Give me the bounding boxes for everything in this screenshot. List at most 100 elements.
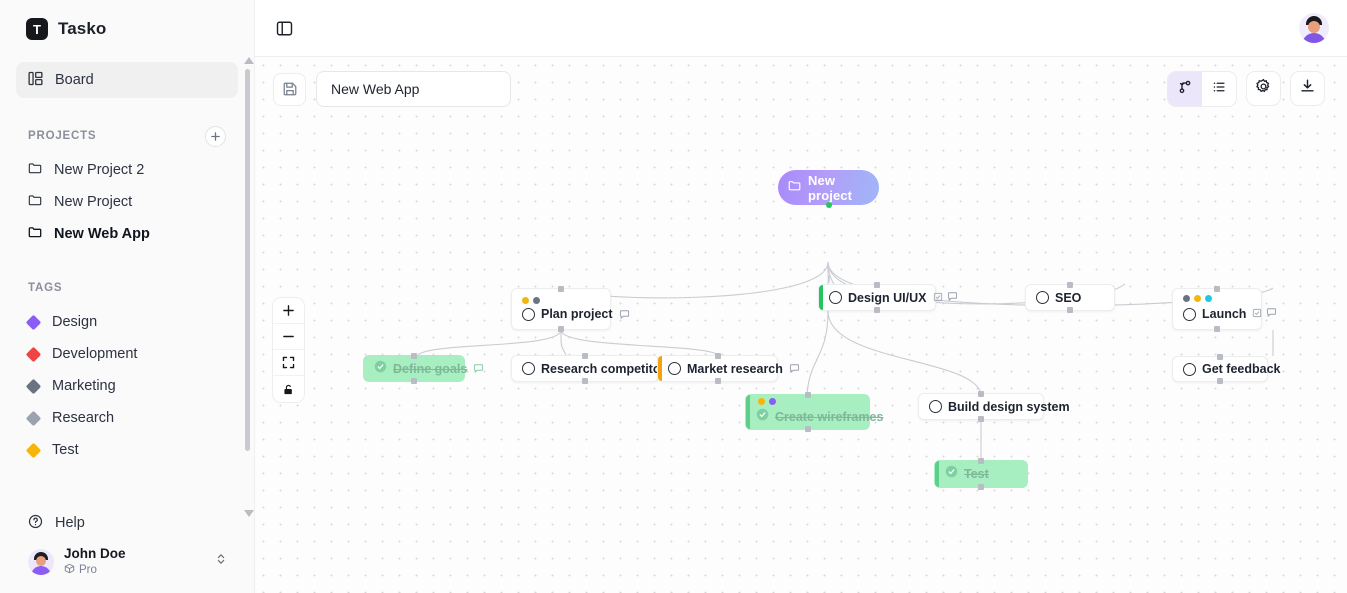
node-handle-top[interactable] — [804, 392, 811, 398]
comment-icon[interactable] — [473, 363, 484, 374]
mindmap-node-label: Test — [964, 467, 989, 481]
node-handle-top[interactable] — [1217, 354, 1223, 360]
lock-button[interactable] — [273, 376, 304, 402]
check-square-icon[interactable] — [1252, 305, 1262, 323]
node-handle-bottom[interactable] — [411, 378, 417, 384]
user-avatar[interactable] — [1299, 13, 1329, 43]
mindmap-node-market-research[interactable]: Market research — [657, 353, 799, 384]
sidebar-project-new-project-2[interactable]: New Project 2 — [16, 154, 238, 186]
sidebar-tag-label: Test — [52, 442, 79, 458]
node-checkbox[interactable] — [668, 362, 681, 375]
save-button[interactable] — [273, 72, 306, 106]
mindmap-node-plan-project[interactable]: Plan project — [511, 286, 629, 332]
node-handle-bottom[interactable] — [978, 484, 984, 490]
node-handle-bottom[interactable] — [978, 416, 984, 422]
sidebar-project-new-project[interactable]: New Project — [16, 186, 238, 218]
node-checkbox[interactable] — [829, 291, 842, 304]
node-handle-bottom[interactable] — [874, 307, 880, 313]
node-handle-bottom[interactable] — [1214, 326, 1220, 332]
mindmap-node-test[interactable]: Test — [934, 458, 1028, 490]
sidebar-tag-development[interactable]: Development — [16, 338, 238, 370]
node-handle-top[interactable] — [411, 353, 417, 359]
sidebar-scrollbar[interactable] — [244, 55, 254, 517]
sidebar-project-label: New Project — [54, 194, 133, 210]
view-switcher — [1167, 71, 1237, 107]
mindmap-node-root[interactable]: New project — [778, 170, 879, 208]
mindmap-node-define-goals[interactable]: Define goals — [363, 353, 484, 384]
mindmap-node-seo[interactable]: SEO — [1025, 282, 1115, 313]
download-button[interactable] — [1290, 71, 1325, 106]
node-handle-bottom[interactable] — [714, 378, 721, 384]
tree-view-button[interactable] — [1168, 72, 1202, 106]
sidebar-tag-marketing[interactable]: Marketing — [16, 370, 238, 402]
node-handle-bottom[interactable] — [1217, 378, 1223, 384]
comment-icon[interactable] — [1266, 305, 1277, 323]
node-checked-icon[interactable] — [374, 360, 387, 378]
node-handle-top[interactable] — [978, 391, 984, 397]
sidebar-tag-test[interactable]: Test — [16, 434, 238, 466]
zoom-out-button[interactable] — [273, 324, 304, 350]
node-handle-bottom[interactable] — [804, 426, 811, 432]
node-checkbox[interactable] — [522, 307, 535, 321]
node-handle-bottom[interactable] — [1067, 307, 1073, 313]
question-circle-icon — [28, 514, 43, 533]
mindmap-node-research-competitors[interactable]: Research competitors — [511, 353, 672, 384]
mindmap-node-launch[interactable]: Launch — [1172, 286, 1277, 332]
node-handle-bottom[interactable] — [582, 378, 588, 384]
sidebar-tag-design[interactable]: Design — [16, 306, 238, 338]
node-checkbox[interactable] — [1183, 362, 1196, 376]
sidebar-tag-label: Marketing — [52, 378, 116, 394]
tags-section-title: TAGS — [28, 282, 63, 294]
chevron-updown-icon[interactable] — [215, 552, 227, 571]
board-icon — [28, 71, 43, 90]
node-handle-top[interactable] — [582, 353, 588, 359]
sidebar-item-help[interactable]: Help — [16, 506, 239, 540]
scrollbar-thumb[interactable] — [245, 69, 250, 451]
comment-icon[interactable] — [789, 363, 800, 374]
folder-icon — [28, 193, 42, 211]
node-handle-bottom[interactable] — [558, 326, 564, 332]
comment-icon[interactable] — [619, 309, 630, 320]
main-nav: Board — [16, 62, 238, 98]
node-checkbox[interactable] — [1183, 307, 1196, 321]
node-handle-top[interactable] — [1067, 282, 1073, 288]
node-checkbox[interactable] — [1036, 291, 1049, 304]
tags-list: Design Development Marketing Research Te… — [16, 306, 238, 466]
mindmap-node-get-feedback[interactable]: Get feedback — [1172, 354, 1281, 384]
comment-icon[interactable] — [947, 289, 958, 307]
scroll-up-arrow-icon[interactable] — [244, 57, 254, 64]
fit-screen-button[interactable] — [273, 350, 304, 376]
mindmap-node-create-wireframes[interactable]: Create wireframes — [745, 392, 883, 432]
node-checked-icon[interactable] — [945, 465, 958, 483]
mindmap-node-design-ui-ux[interactable]: Design UI/UX — [818, 282, 957, 313]
node-checkbox[interactable] — [522, 362, 535, 375]
check-square-icon[interactable] — [933, 289, 943, 307]
settings-button[interactable] — [1246, 71, 1281, 106]
sidebar-item-board[interactable]: Board — [16, 62, 238, 98]
node-checkbox[interactable] — [929, 400, 942, 413]
scroll-down-arrow-icon[interactable] — [244, 510, 254, 517]
mindmap-node-build-design-system[interactable]: Build design system — [918, 391, 1070, 422]
user-plan-label: Pro — [79, 564, 97, 576]
sidebar-item-label: Board — [55, 72, 94, 88]
node-handle-top[interactable] — [978, 458, 984, 464]
node-handle-top[interactable] — [714, 353, 721, 359]
list-icon — [1211, 79, 1227, 100]
tag-color-swatch — [25, 378, 42, 394]
node-handle-top[interactable] — [874, 282, 880, 288]
project-title-input[interactable] — [316, 71, 511, 107]
node-handle-top[interactable] — [558, 286, 564, 292]
node-handle-bottom[interactable] — [825, 202, 832, 208]
list-view-button[interactable] — [1202, 72, 1236, 106]
add-project-button[interactable] — [205, 125, 226, 147]
sidebar-tag-research[interactable]: Research — [16, 402, 238, 434]
user-name: John Doe — [64, 546, 126, 562]
node-handle-top[interactable] — [1214, 286, 1220, 292]
sidebar-project-new-web-app[interactable]: New Web App — [16, 218, 238, 250]
user-profile-row[interactable]: John Doe Pro — [16, 540, 239, 581]
panel-left-icon[interactable] — [269, 13, 299, 43]
node-checked-icon[interactable] — [756, 408, 769, 426]
mindmap-canvas[interactable]: New project Plan project — [255, 57, 1347, 593]
zoom-in-button[interactable] — [273, 298, 304, 324]
canvas-toolbar-left — [273, 71, 511, 107]
